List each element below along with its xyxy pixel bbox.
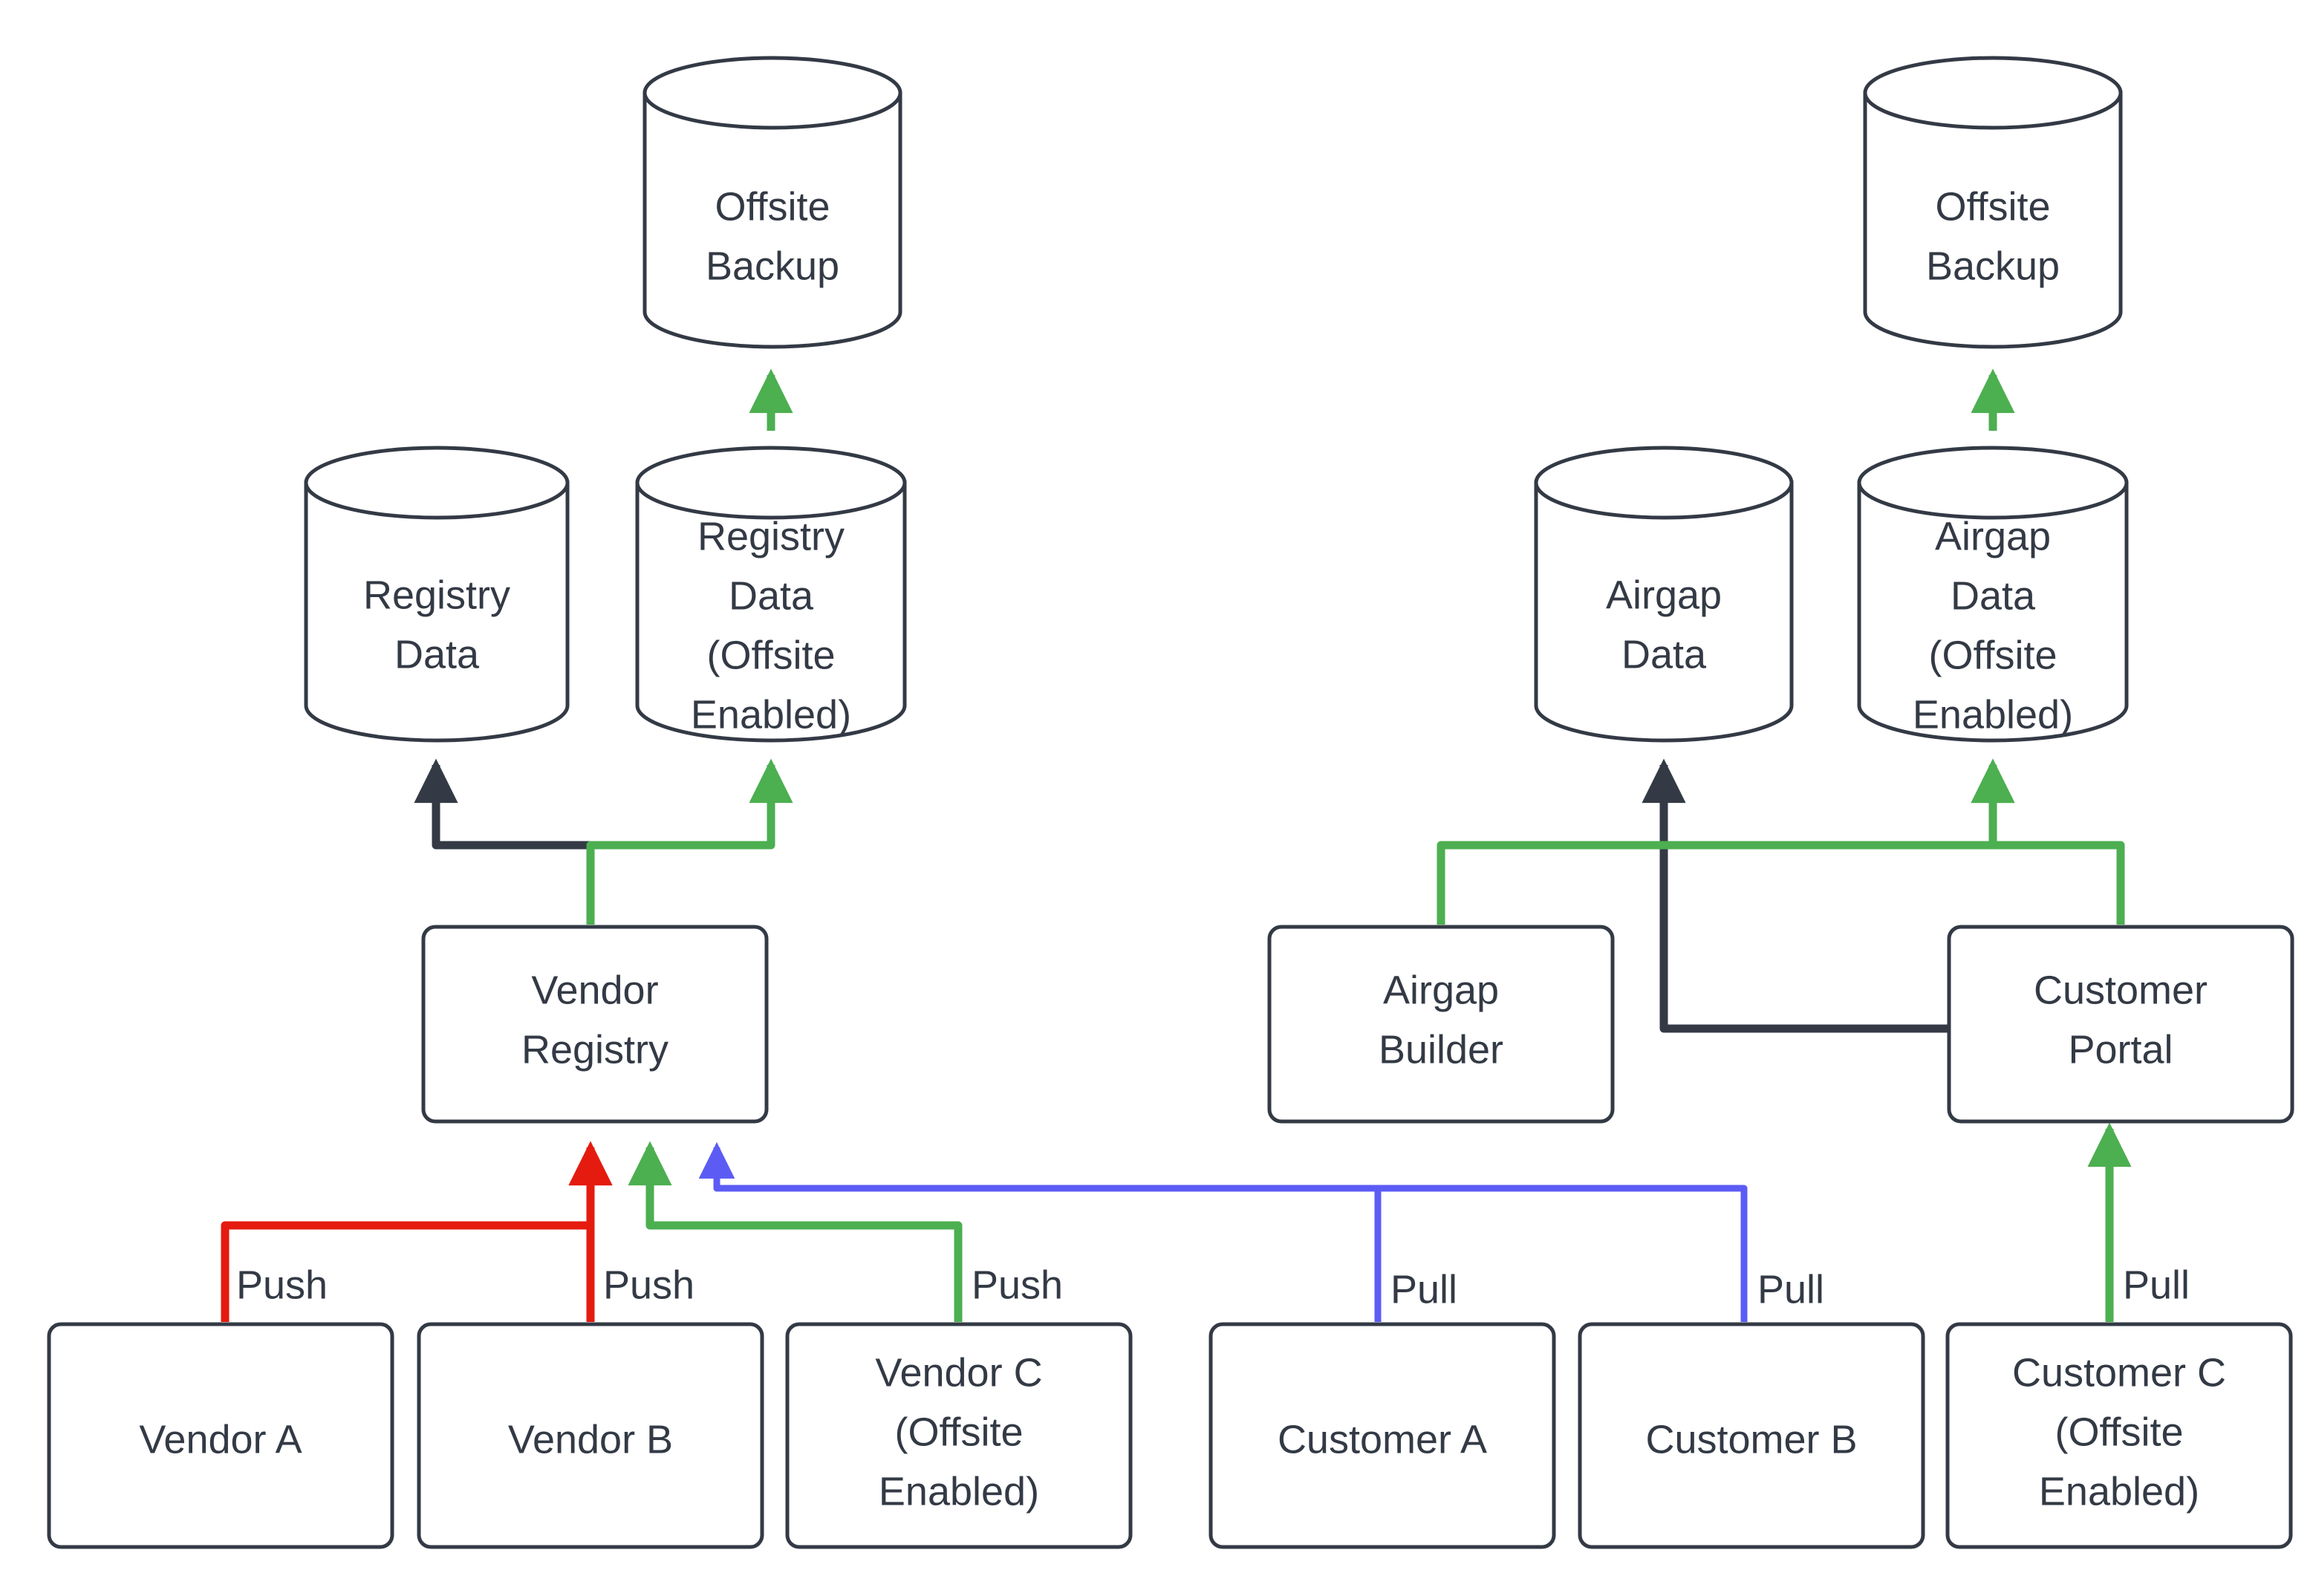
node-label-line: Airgap [1606, 573, 1722, 617]
node-registry-data-offsite[interactable]: Registry Data (Offsite Enabled) [635, 446, 907, 743]
node-label-line: Data [1621, 632, 1707, 677]
edge-customer-portal-to-airgap-data-offsite[interactable] [1971, 758, 2125, 925]
node-label-line: Builder [1379, 1027, 1503, 1072]
node-label-line: (Offsite [1928, 633, 2057, 677]
node-customer-a[interactable]: Customer A [1208, 1322, 1556, 1549]
edge-label-push-vendor-c: Push [972, 1263, 1063, 1307]
edge-label-push-vendor-b: Push [603, 1263, 694, 1307]
node-label-line: Enabled) [2039, 1469, 2199, 1514]
node-label-line: (Offsite [2055, 1410, 2183, 1454]
node-label-line: Enabled) [879, 1469, 1039, 1514]
edge-label-pull-customer-a: Pull [1390, 1267, 1457, 1312]
node-label-line: Offsite [715, 184, 830, 229]
node-label-line: (Offsite [894, 1410, 1023, 1454]
node-label-line: Registry [521, 1027, 668, 1072]
node-customer-b[interactable]: Customer B [1578, 1322, 1925, 1549]
node-label-line: Data [729, 573, 814, 618]
edge-label-pull-customer-b: Pull [1757, 1267, 1824, 1312]
node-label-line: Data [394, 632, 480, 677]
edge-vendor-c-push[interactable] [628, 1141, 963, 1322]
edge-label-push-vendor-a: Push [236, 1263, 328, 1307]
node-registry-data[interactable]: Registry Data [304, 446, 570, 743]
node-label-line: Vendor B [508, 1417, 673, 1462]
node-label-line: Enabled) [691, 692, 851, 737]
edge-vendor-registry-to-registry-data[interactable] [414, 758, 595, 925]
node-customer-c[interactable]: Customer C (Offsite Enabled) [1945, 1322, 2293, 1549]
node-label-line: (Offsite [706, 633, 835, 677]
node-label-line: Customer A [1278, 1417, 1487, 1462]
node-customer-portal[interactable]: Customer Portal [1947, 925, 2294, 1124]
edge-vendor-registry-to-registry-data-offsite[interactable] [586, 758, 793, 925]
node-vendor-registry[interactable]: Vendor Registry [421, 925, 769, 1124]
edge-label-pull-customer-c: Pull [2123, 1263, 2190, 1307]
node-label-line: Portal [2068, 1027, 2173, 1072]
node-label-line: Airgap [1383, 968, 1499, 1012]
node-label-line: Customer C [2012, 1350, 2226, 1395]
node-label-line: Airgap [1935, 514, 2051, 558]
node-label-line: Customer B [1645, 1417, 1857, 1462]
node-vendor-b[interactable]: Vendor B [417, 1322, 764, 1549]
edge-customer-portal-to-airgap-data[interactable] [1642, 758, 1953, 1033]
node-label-line: Vendor C [875, 1350, 1042, 1395]
node-airgap-data[interactable]: Airgap Data [1534, 446, 1794, 743]
edges-group [221, 368, 2132, 1322]
node-label-line: Registry [697, 514, 845, 558]
edge-labels-group: Push Push Push Pull Pull Pull [236, 1263, 2190, 1312]
node-label-line: Backup [706, 244, 839, 288]
node-label-line: Backup [1926, 244, 2060, 288]
node-label-line: Vendor A [139, 1417, 302, 1462]
node-vendor-a[interactable]: Vendor A [47, 1322, 394, 1549]
node-offsite-backup-right[interactable]: Offsite Backup [1863, 56, 2123, 349]
node-label-line: Registry [363, 573, 510, 617]
node-offsite-backup-left[interactable]: Offsite Backup [642, 56, 902, 349]
node-label-line: Offsite [1935, 184, 2050, 229]
node-label-line: Data [1951, 573, 2036, 618]
node-label-line: Vendor [531, 968, 658, 1012]
node-airgap-data-offsite[interactable]: Airgap Data (Offsite Enabled) [1857, 446, 2129, 743]
node-vendor-c[interactable]: Vendor C (Offsite Enabled) [785, 1322, 1133, 1549]
edge-airgap-builder-to-airgap-data-offsite[interactable] [1437, 758, 2015, 925]
node-label-line: Customer [2034, 968, 2208, 1012]
edge-customer-b-pull[interactable] [698, 1142, 1748, 1322]
node-airgap-builder[interactable]: Airgap Builder [1267, 925, 1615, 1124]
node-label-line: Enabled) [1913, 692, 2073, 737]
